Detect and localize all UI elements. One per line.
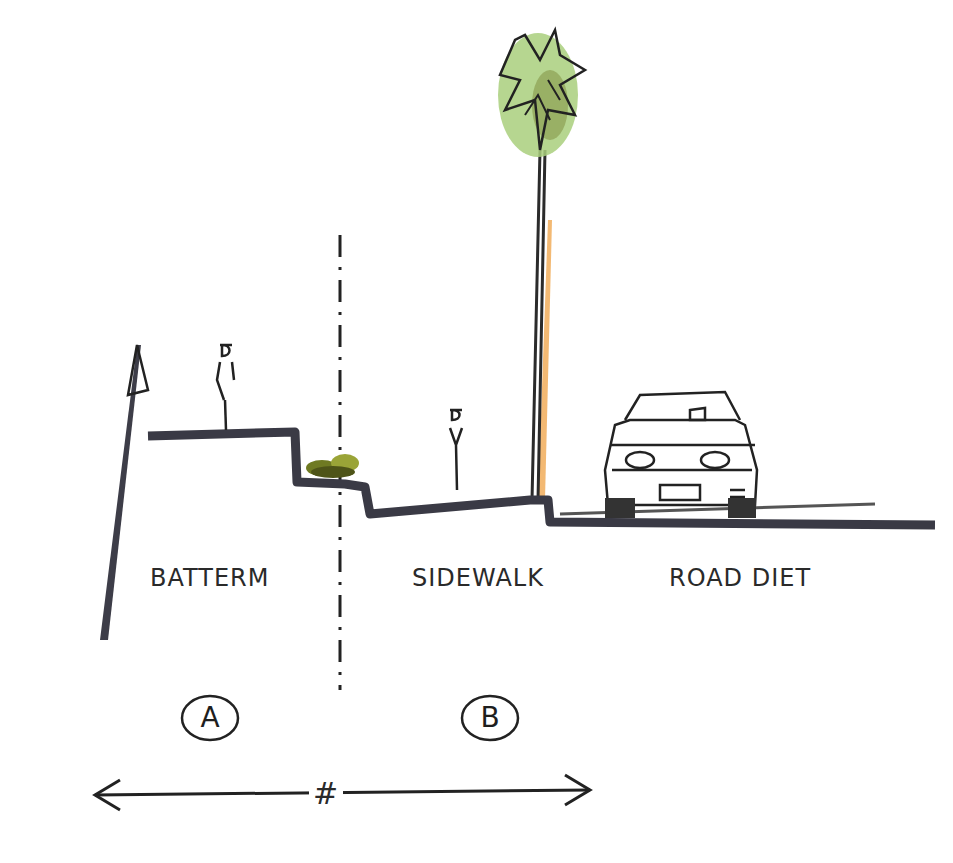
tree-lines (525, 80, 560, 120)
zone-label: BATTERM (150, 565, 269, 591)
circle-marker: B (460, 694, 520, 742)
zone-label: SIDEWALK (412, 565, 544, 591)
circle-outline (182, 696, 238, 740)
ground-line (148, 432, 935, 525)
shrub (311, 466, 355, 478)
circle-marker: A (180, 694, 240, 742)
circle-outline (462, 696, 518, 740)
batter-wall (100, 345, 141, 640)
arrow-head (95, 780, 120, 810)
wall-cap (128, 345, 148, 395)
car-sketch (605, 392, 757, 505)
zone-label: ROAD DIET (669, 565, 811, 591)
arrow-head (565, 775, 590, 805)
car-wheel (728, 498, 756, 518)
dimension-label: # (309, 777, 343, 810)
circle-letter: A (200, 703, 219, 734)
car-wheel (605, 498, 635, 518)
tree-outline (500, 30, 585, 150)
tree-trunk (532, 150, 545, 500)
person-figure (450, 410, 462, 490)
circle-letter: B (480, 703, 499, 734)
person-figure (217, 345, 234, 430)
